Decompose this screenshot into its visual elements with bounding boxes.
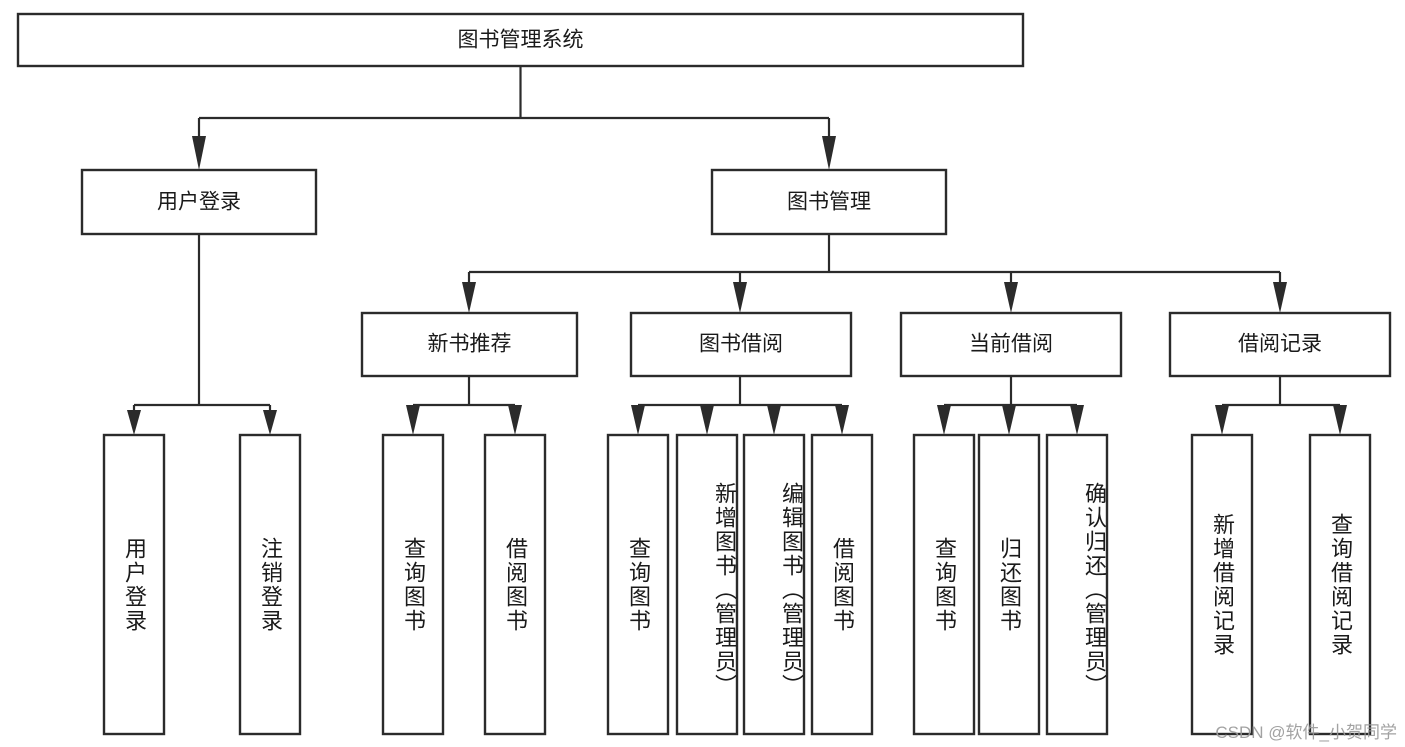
arrow-head-new-book-rec <box>462 282 476 313</box>
arrow-head-current-borrow <box>1004 282 1018 313</box>
node-leaf-add-record-box[interactable] <box>1190 433 1254 736</box>
node-root-box[interactable] <box>16 12 1025 68</box>
node-borrow-record-box[interactable] <box>1168 311 1392 378</box>
arrow-head-leaf-add-record <box>1215 405 1229 435</box>
node-leaf-add-book-box[interactable] <box>675 433 739 736</box>
node-user-login-label: 用户登录 <box>157 191 241 214</box>
arrow-head-leaf-borrow-book-2 <box>835 405 849 435</box>
arrow-head-user-login <box>192 136 206 170</box>
node-new-book-rec-label: 新书推荐 <box>428 333 512 356</box>
node-book-borrow-box[interactable] <box>629 311 853 378</box>
arrow-head-book-manage <box>822 136 836 170</box>
arrow-head-leaf-confirm-return <box>1070 405 1084 435</box>
node-leaf-query-book-2-box[interactable] <box>606 433 670 736</box>
node-leaf-borrow-book-1-box[interactable] <box>483 433 547 736</box>
node-leaf-user-login-box[interactable] <box>102 433 166 736</box>
node-book-manage-box[interactable] <box>710 168 948 236</box>
csdn-watermark: CSDN @软件_小贺同学 <box>1215 723 1397 742</box>
node-leaf-edit-book-box[interactable] <box>742 433 806 736</box>
node-book-borrow-label: 图书借阅 <box>699 333 783 356</box>
arrow-head-borrow-record <box>1273 282 1287 313</box>
node-leaf-query-book-3-box[interactable] <box>912 433 976 736</box>
arrow-head-leaf-borrow-book-1 <box>508 405 522 435</box>
node-user-login-box[interactable] <box>80 168 318 236</box>
arrow-head-leaf-query-book-2 <box>631 405 645 435</box>
node-leaf-borrow-book-2-box[interactable] <box>810 433 874 736</box>
connector-layer <box>127 66 1347 435</box>
node-new-book-rec-box[interactable] <box>360 311 579 378</box>
arrow-head-leaf-logout <box>263 410 277 435</box>
arrow-head-leaf-add-book <box>700 405 714 435</box>
node-leaf-confirm-return-box[interactable] <box>1045 433 1109 736</box>
node-leaf-query-book-1-box[interactable] <box>381 433 445 736</box>
node-root-label: 图书管理系统 <box>458 29 584 52</box>
node-current-borrow-box[interactable] <box>899 311 1123 378</box>
node-leaf-logout-box[interactable] <box>238 433 302 736</box>
node-leaf-return-book-box[interactable] <box>977 433 1041 736</box>
arrow-head-leaf-query-book-1 <box>406 405 420 435</box>
node-borrow-record-label: 借阅记录 <box>1238 333 1322 356</box>
node-book-manage-label: 图书管理 <box>787 191 871 214</box>
node-leaf-query-record-box[interactable] <box>1308 433 1372 736</box>
arrow-head-leaf-return-book <box>1002 405 1016 435</box>
arrow-head-book-borrow <box>733 282 747 313</box>
arrow-head-leaf-user-login <box>127 410 141 435</box>
arrow-head-leaf-query-record <box>1333 405 1347 435</box>
arrow-head-leaf-edit-book <box>767 405 781 435</box>
node-layer: 图书管理系统 用户登录 图书管理 新书推荐 图书借阅 当前借阅 借阅记录 <box>16 12 1392 736</box>
arrow-head-leaf-query-book-3 <box>937 405 951 435</box>
node-current-borrow-label: 当前借阅 <box>969 333 1053 356</box>
